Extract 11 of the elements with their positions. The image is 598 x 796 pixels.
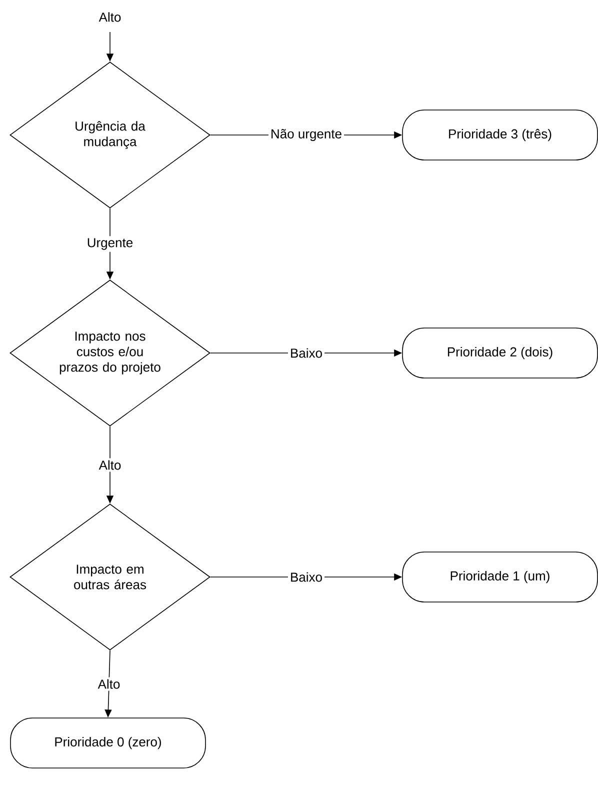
terminal-box: Prioridade 3 (três)	[402, 110, 598, 160]
edge-label: Baixo	[288, 346, 324, 360]
terminal-box: Prioridade 1 (um)	[402, 552, 598, 602]
edge-label: Alto	[96, 458, 124, 472]
edge-label: Alto	[96, 10, 124, 24]
edge-label: Baixo	[288, 570, 324, 584]
edge-label: Não urgente	[268, 127, 344, 144]
terminal-box: Prioridade 0 (zero)	[10, 718, 206, 768]
terminal-box: Prioridade 2 (dois)	[402, 328, 598, 378]
edge-label: Urgente	[84, 236, 136, 252]
edge-label: Alto	[96, 677, 122, 691]
